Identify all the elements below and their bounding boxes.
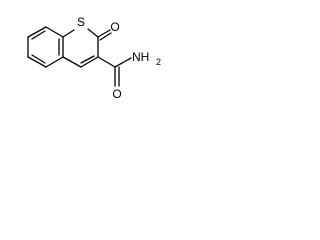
bond-benz-2 bbox=[45, 26, 64, 38]
amide-nitrogen-h-count: 2 bbox=[156, 57, 161, 67]
structure-diagram: S O O NH 2 bbox=[0, 0, 201, 113]
bond-benz-5 bbox=[27, 56, 47, 68]
ring-carbonyl bbox=[97, 29, 112, 41]
bond-c8a-s bbox=[62, 29, 75, 38]
benzene-ring bbox=[27, 26, 64, 68]
bond-s-c2 bbox=[87, 28, 99, 38]
amide-oxygen-label: O bbox=[112, 87, 121, 101]
bond-benz-double-1 bbox=[31, 30, 46, 40]
bond-c2-o-1 bbox=[97, 29, 111, 38]
carbonyl-oxygen-label: O bbox=[110, 20, 119, 34]
bond-camide-n bbox=[114, 57, 132, 68]
bond-benz-1 bbox=[27, 26, 47, 38]
amide-nitrogen-label: NH bbox=[132, 50, 149, 64]
bond-c3-c4 bbox=[80, 56, 99, 68]
bond-benz-4 bbox=[45, 56, 64, 68]
bond-benz-double-3 bbox=[31, 54, 46, 64]
bond-c3-camide bbox=[97, 56, 116, 68]
carboxamide-group bbox=[97, 56, 132, 87]
bond-c4-c4a bbox=[62, 56, 82, 68]
bond-c2-o-2 bbox=[99, 32, 112, 41]
bond-c3-c4-double bbox=[80, 55, 95, 64]
sulfur-atom-label: S bbox=[77, 15, 85, 29]
molecule-svg: S O O NH 2 bbox=[27, 15, 161, 101]
thiopyranone-ring bbox=[62, 28, 99, 68]
